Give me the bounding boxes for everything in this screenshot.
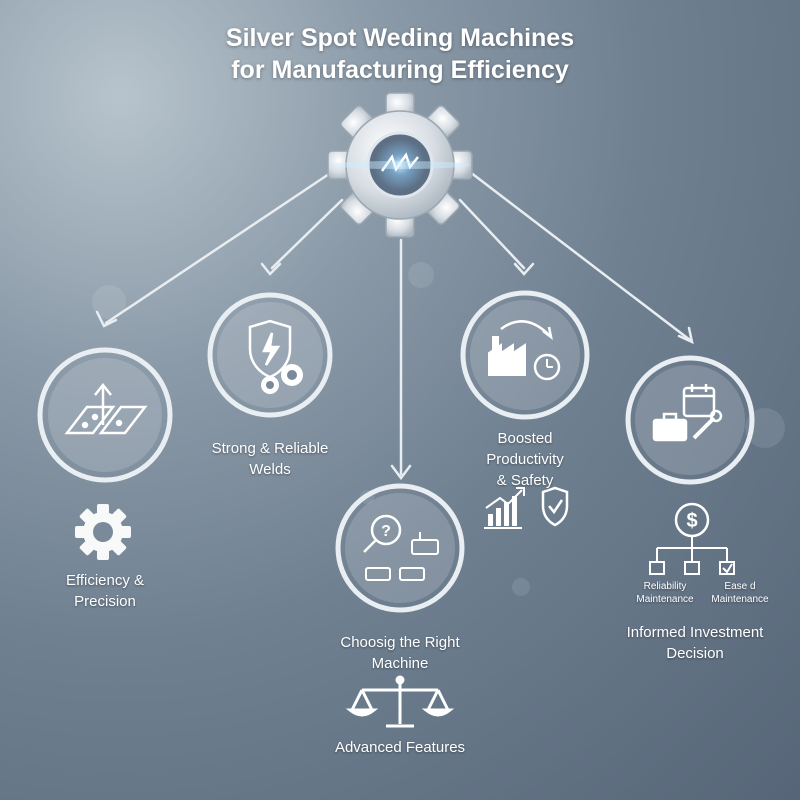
machine-footer-label: Advanced Features [334, 739, 466, 756]
efficiency-label: Efficiency & Precision [65, 572, 145, 610]
investment-label: Informed Investment Decision [626, 624, 764, 662]
connector-efficiency [104, 170, 334, 325]
toolbox-calendar-icon [652, 384, 723, 442]
welds-label: Strong & Reliable Welds [211, 440, 329, 478]
productivity-label: Boosted Productivity & Safety [486, 430, 564, 489]
branch-left-label: Reliability Maintenance [636, 581, 694, 605]
page-title: Silver Spot Weding Machines for Manufact… [0, 22, 800, 86]
growth-chart-icon [484, 487, 525, 529]
bokeh-dot [408, 262, 434, 288]
gear-icon [75, 504, 131, 560]
shield-check-icon [541, 486, 569, 527]
decision-tree [649, 537, 735, 575]
title-line-2: for Manufacturing Efficiency [231, 56, 569, 84]
arrow-efficiency [95, 310, 118, 328]
check-icon [722, 563, 733, 574]
node-investment [625, 355, 755, 485]
surface-arrow-icon [64, 382, 148, 435]
branch-right-label: Ease d Maintenance [711, 581, 769, 605]
factory-clock-icon [488, 320, 561, 381]
machine-label: Choosig the Right Machine [340, 634, 460, 672]
node-welds [207, 292, 333, 418]
svg-text:$: $ [686, 510, 697, 532]
connector-investment [468, 170, 692, 342]
title-line-1: Silver Spot Weding Machines [225, 24, 575, 52]
magnifier-question-icon: ? [363, 514, 402, 553]
gears-icon [261, 364, 303, 394]
node-machine: ? [335, 483, 465, 613]
machine-icon [365, 532, 439, 581]
spark-icon [380, 152, 419, 172]
arrow-productivity [513, 262, 535, 276]
dollar-icon: $ [674, 502, 710, 538]
node-efficiency [37, 347, 173, 483]
central-gear-icon [327, 92, 473, 238]
balance-scale-icon [345, 675, 455, 728]
arrow-investment [677, 326, 694, 345]
svg-text:?: ? [381, 523, 391, 540]
arrow-welds [260, 262, 282, 276]
connector-welds [270, 198, 344, 270]
connectors [95, 170, 694, 481]
connector-productivity [458, 198, 526, 270]
node-productivity [460, 290, 590, 420]
arrow-machine [390, 464, 412, 481]
bokeh-dot [512, 578, 530, 596]
